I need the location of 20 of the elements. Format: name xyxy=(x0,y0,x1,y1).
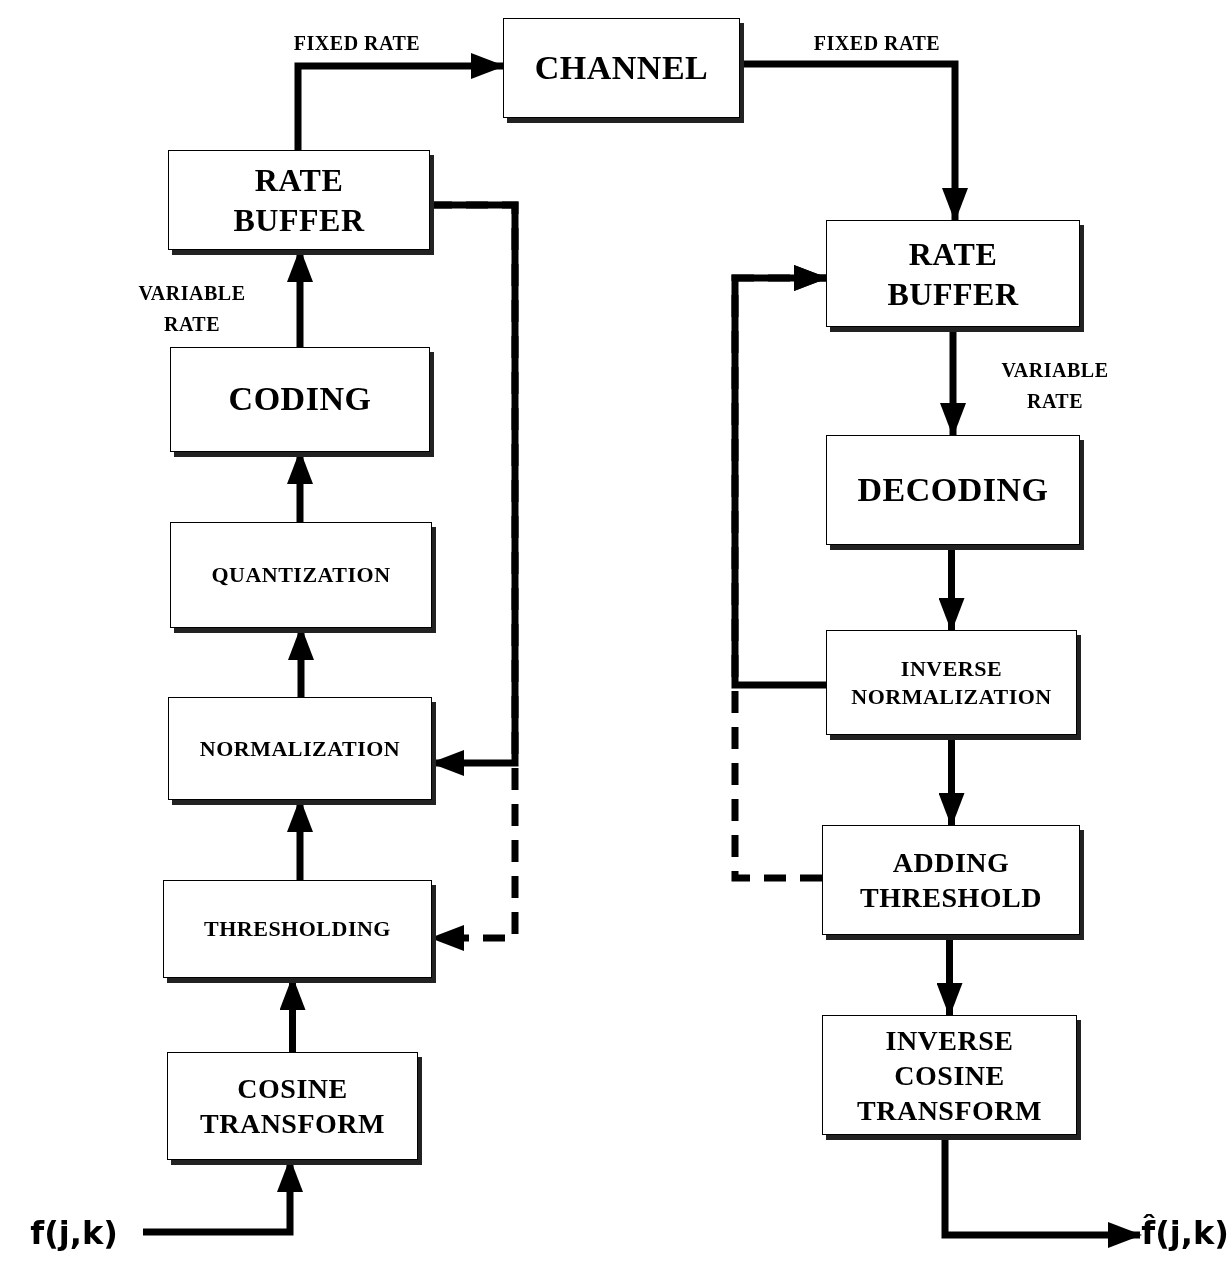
signal-label: f(j,k) xyxy=(30,1213,118,1252)
box-label: QUANTIZATION xyxy=(211,561,391,589)
edge-label: VARIABLE RATE xyxy=(137,281,247,337)
box-label: COSINE TRANSFORM xyxy=(199,1072,386,1141)
edge-label: FIXED RATE xyxy=(812,31,942,56)
box-label: RATE BUFFER xyxy=(886,234,1020,314)
box-label: ADDING THRESHOLD xyxy=(859,846,1043,915)
box-label: CODING xyxy=(228,379,372,420)
box-label: CHANNEL xyxy=(534,47,709,88)
box-label: INVERSE NORMALIZATION xyxy=(850,655,1053,710)
box-label: RATE BUFFER xyxy=(232,161,366,240)
arrow xyxy=(294,53,505,150)
arrow xyxy=(731,265,828,689)
box-label: NORMALIZATION xyxy=(199,734,401,763)
box-label: THRESHOLDING xyxy=(204,915,391,943)
edge-label: FIXED RATE xyxy=(292,31,422,56)
edge-label: VARIABLE RATE xyxy=(1000,358,1110,414)
box-label: DECODING xyxy=(857,469,1049,510)
box-label: INVERSE COSINE TRANSFORM xyxy=(856,1023,1043,1128)
signal-label: f̂(j,k) xyxy=(1141,1213,1229,1252)
